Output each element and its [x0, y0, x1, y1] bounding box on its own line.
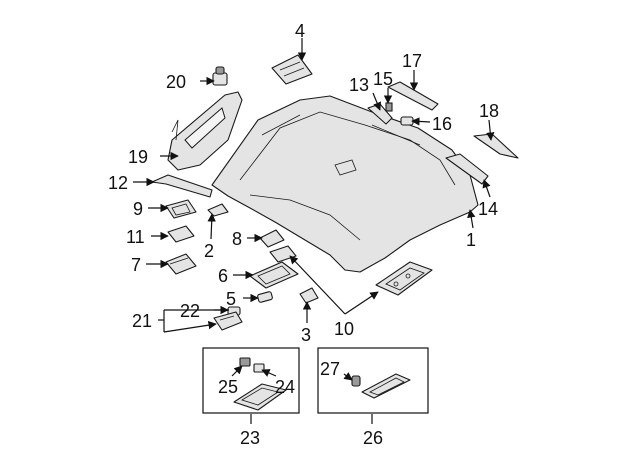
handle-part-14 — [445, 153, 489, 185]
switch-panel-part — [233, 357, 287, 411]
callout-4: 4 — [295, 21, 305, 41]
callout-11: 11 — [126, 227, 145, 247]
callout-7: 7 — [131, 255, 141, 275]
callout-20: 20 — [166, 72, 186, 92]
bracket-part-3 — [299, 287, 319, 304]
callout-27: 27 — [320, 359, 340, 379]
callout-22: 22 — [180, 301, 200, 321]
lamp-part-7 — [165, 253, 197, 275]
callout-10: 10 — [334, 319, 354, 339]
lamp-part-11 — [167, 225, 195, 243]
callout-18: 18 — [479, 101, 499, 121]
map-lamp-part-9 — [165, 199, 197, 219]
lamp-part-6 — [249, 245, 299, 289]
clip-part-15 — [385, 102, 393, 112]
leader-lines — [133, 38, 495, 424]
callout-24: 24 — [275, 377, 295, 397]
handle-part-17 — [387, 81, 439, 111]
cover-part-26 — [351, 373, 411, 399]
clip-part — [212, 66, 228, 86]
trim-part-18 — [473, 133, 519, 159]
bracket-part-2 — [207, 203, 229, 217]
sun-visor-part — [167, 91, 243, 171]
trim-strip-part — [151, 174, 213, 198]
callout-26: 26 — [363, 428, 383, 448]
callout-2: 2 — [204, 241, 214, 261]
callout-19: 19 — [128, 147, 148, 167]
clip-part-16 — [400, 116, 414, 126]
console-part-10 — [375, 261, 433, 296]
headliner-part — [211, 95, 479, 273]
assembly-box-23 — [202, 347, 300, 414]
callout-23: 23 — [240, 428, 260, 448]
callout-15: 15 — [373, 69, 393, 89]
callout-17: 17 — [402, 51, 422, 71]
callout-8: 8 — [232, 229, 242, 249]
callout-14: 14 — [478, 199, 498, 219]
callout-12: 12 — [108, 173, 128, 193]
light-part-21 — [213, 311, 243, 331]
lens-part-8 — [259, 229, 285, 248]
callout-25: 25 — [218, 377, 238, 397]
callout-5: 5 — [226, 289, 236, 309]
assembly-box-26 — [317, 347, 429, 414]
callout-9: 9 — [133, 199, 143, 219]
callout-21: 21 — [132, 311, 152, 331]
callout-1: 1 — [466, 230, 476, 250]
callout-16: 16 — [432, 114, 452, 134]
callout-6: 6 — [218, 266, 228, 286]
switch-part-5 — [257, 291, 273, 303]
callout-13: 13 — [349, 75, 369, 95]
callout-3: 3 — [301, 325, 311, 345]
lamp-lens-part — [271, 54, 313, 85]
